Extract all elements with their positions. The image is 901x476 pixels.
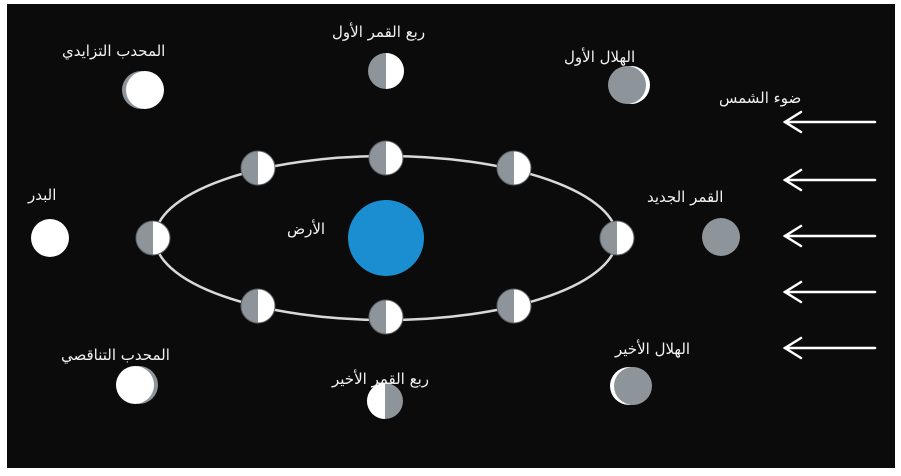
sunlight-arrow-4 — [782, 280, 877, 304]
last-quarter-label: ربع القمر الأخير — [332, 370, 430, 388]
first-quarter-phase — [368, 53, 404, 89]
first-quarter-label: ربع القمر الأول — [332, 23, 426, 41]
orbit-moon-bottom — [368, 299, 404, 335]
sunlight-arrow-1 — [782, 110, 877, 134]
sunlight-label: ضوء الشمس — [719, 89, 802, 107]
waxing-gibbous-label: المحدب التزايدي — [62, 42, 166, 60]
orbit-moon-bottom-right — [496, 288, 532, 324]
orbit-moon-right — [599, 220, 635, 256]
waxing-gibbous-phase — [122, 71, 164, 109]
orbit-moon-bottom-left — [240, 288, 276, 324]
sunlight-arrow-2 — [782, 168, 877, 192]
diagram-panel: المحدب التزايدي ربع القمر الأول الهلال ا… — [7, 4, 895, 468]
new-moon-phase — [702, 218, 740, 256]
orbit-moon-top — [368, 140, 404, 176]
waning-gibbous-label: المحدب التناقصي — [61, 346, 170, 364]
full-moon-phase — [31, 219, 69, 257]
sunlight-arrow-3 — [782, 224, 877, 248]
orbit-moon-top-right — [496, 150, 532, 186]
earth — [348, 200, 424, 276]
sunlight-arrow-5 — [782, 336, 877, 360]
earth-label: الأرض — [287, 220, 326, 238]
moon-phases-diagram — [31, 53, 877, 419]
orbit-moon-top-left — [240, 150, 276, 186]
waning-gibbous-phase — [116, 366, 158, 404]
waxing-crescent-label: الهلال الأول — [564, 48, 636, 66]
last-quarter-phase — [367, 383, 403, 419]
waning-crescent-phase — [610, 367, 652, 405]
full-moon-label: البدر — [28, 186, 57, 204]
new-moon-label: القمر الجديد — [647, 188, 724, 206]
waning-crescent-label: الهلال الأخير — [615, 340, 691, 358]
waxing-crescent-phase — [608, 66, 650, 104]
sunlight-arrows — [782, 110, 877, 360]
orbit-moon-left — [135, 220, 171, 256]
